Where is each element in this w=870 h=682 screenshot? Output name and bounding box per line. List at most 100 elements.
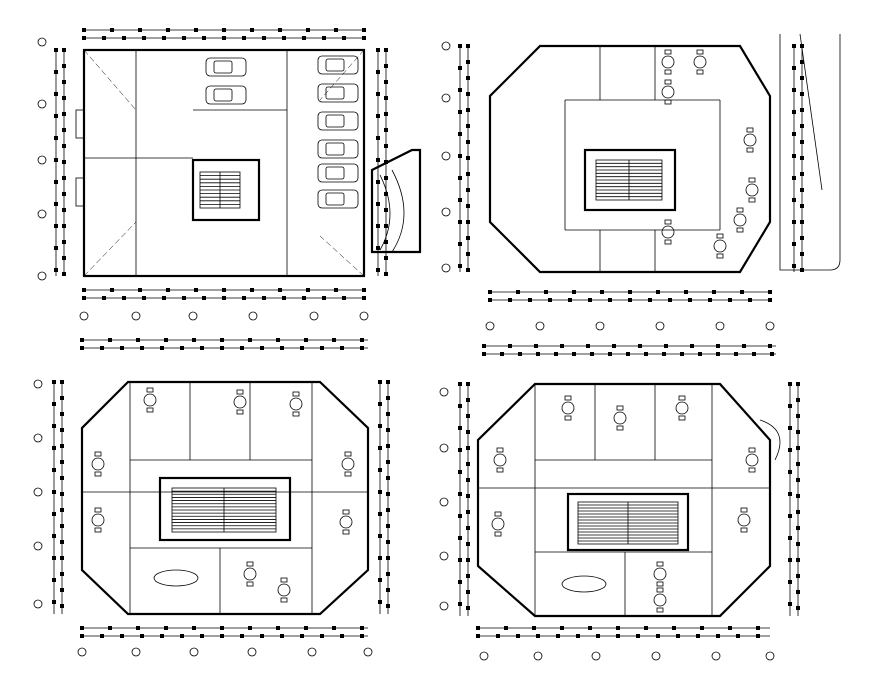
car-icon	[317, 139, 359, 159]
chair-icon	[740, 527, 748, 533]
dimension-tick	[664, 344, 668, 348]
dimension-tick	[386, 556, 390, 560]
dimension-tick	[60, 588, 64, 592]
dimension-tick	[482, 344, 486, 348]
dimension-tick	[466, 606, 470, 610]
dimension-tick	[788, 448, 792, 452]
table-icon	[733, 213, 747, 227]
plan-3-office-floor	[52, 338, 390, 638]
grid-bubble	[33, 433, 43, 443]
dimension-tick	[568, 298, 572, 302]
dimension-tick	[376, 246, 380, 250]
dimension-tick	[278, 28, 282, 32]
dimension-tick	[800, 140, 804, 144]
chair-icon	[696, 69, 704, 75]
dimension-tick	[656, 634, 660, 638]
dimension-tick	[192, 626, 196, 630]
table-icon	[561, 401, 575, 415]
chair-icon	[344, 451, 352, 457]
chair-icon	[664, 99, 672, 105]
car-icon	[317, 163, 359, 183]
dimension-tick	[220, 338, 224, 342]
dimension-tick	[222, 36, 226, 40]
chair-icon	[740, 507, 748, 513]
dimension-tick	[54, 202, 58, 206]
chair-icon	[664, 219, 672, 225]
dimension-tick	[792, 44, 796, 48]
dimension-tick	[628, 290, 632, 294]
dimension-tick	[458, 536, 462, 540]
plan-4-dimension-lines	[458, 382, 800, 638]
dimension-tick	[62, 272, 66, 276]
grid-bubble	[37, 209, 47, 219]
dimension-tick	[476, 626, 480, 630]
dimension-tick	[796, 558, 800, 562]
dimension-tick	[496, 634, 500, 638]
grid-bubble	[37, 155, 47, 165]
dimension-tick	[792, 66, 796, 70]
chair-icon	[664, 49, 672, 55]
dimension-tick	[466, 124, 470, 128]
dimension-tick	[384, 64, 388, 68]
grid-bubble	[248, 311, 258, 321]
dimension-tick	[110, 288, 114, 292]
dimension-tick	[458, 110, 462, 114]
dimension-tick	[458, 558, 462, 562]
dimension-tick	[628, 298, 632, 302]
dimension-tick	[788, 426, 792, 430]
dimension-tick	[792, 220, 796, 224]
dimension-tick	[52, 446, 56, 450]
dimension-tick	[240, 346, 244, 350]
dimension-tick	[612, 344, 616, 348]
dimension-tick	[332, 626, 336, 630]
dimension-tick	[54, 158, 58, 162]
dimension-tick	[516, 290, 520, 294]
chair-icon	[748, 177, 756, 183]
dimension-tick	[668, 298, 672, 302]
table-icon	[91, 457, 105, 471]
dimension-tick	[54, 180, 58, 184]
plan-2-ground-floor	[458, 33, 841, 356]
table-icon	[613, 411, 627, 425]
dimension-tick	[586, 344, 590, 348]
dimension-tick	[62, 208, 66, 212]
dimension-tick	[260, 346, 264, 350]
dimension-tick	[644, 352, 648, 356]
dimension-tick	[788, 602, 792, 606]
table-icon	[661, 55, 675, 69]
dimension-tick	[608, 352, 612, 356]
chair-icon	[246, 581, 254, 587]
dimension-tick	[60, 556, 64, 560]
plan-2-stair	[595, 159, 663, 201]
chair-icon	[342, 509, 350, 515]
dimension-tick	[180, 346, 184, 350]
dimension-tick	[60, 380, 64, 384]
dimension-tick	[280, 634, 284, 638]
dimension-tick	[376, 224, 380, 228]
grid-bubble	[247, 647, 257, 657]
table-icon	[693, 55, 707, 69]
dimension-tick	[262, 296, 266, 300]
dimension-tick	[536, 634, 540, 638]
dimension-tick	[52, 468, 56, 472]
dimension-tick	[386, 460, 390, 464]
dimension-tick	[756, 634, 760, 638]
dimension-tick	[488, 298, 492, 302]
dimension-tick	[716, 344, 720, 348]
dimension-tick	[384, 160, 388, 164]
dimension-tick	[466, 76, 470, 80]
dimension-tick	[800, 124, 804, 128]
car-roof	[325, 114, 345, 128]
dimension-tick	[62, 224, 66, 228]
dimension-tick	[458, 448, 462, 452]
dimension-tick	[82, 36, 86, 40]
table-icon	[493, 453, 507, 467]
chair-icon	[564, 395, 572, 401]
dimension-tick	[160, 634, 164, 638]
dimension-tick	[276, 626, 280, 630]
dimension-tick	[276, 338, 280, 342]
car-icon	[205, 57, 247, 77]
dimension-tick	[136, 338, 140, 342]
dimension-tick	[796, 446, 800, 450]
dimension-tick	[52, 424, 56, 428]
